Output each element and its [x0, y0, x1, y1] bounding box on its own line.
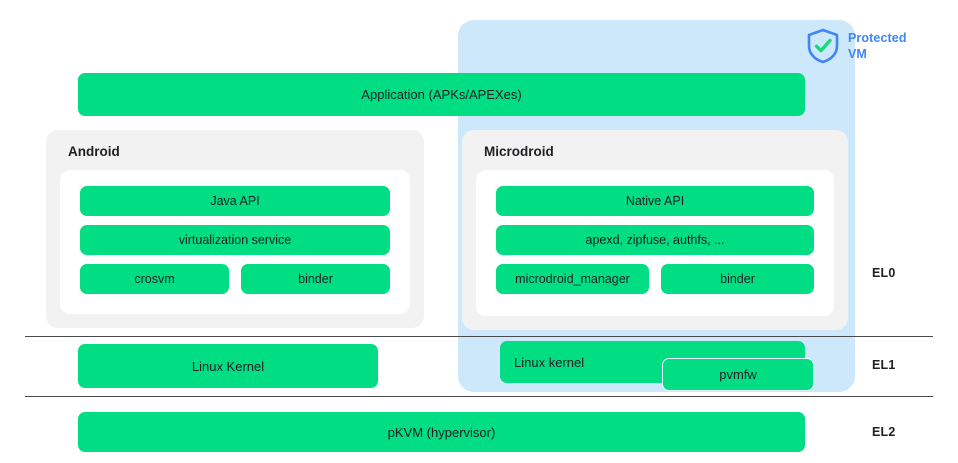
shield-check-icon — [807, 28, 839, 64]
android-row-3: crosvm binder — [80, 264, 390, 294]
microdroid-manager-box: microdroid_manager — [496, 264, 649, 294]
android-panel: Android Java API virtualization service … — [46, 130, 424, 328]
microdroid-title: Microdroid — [484, 144, 554, 159]
exception-level-el1: EL1 — [872, 358, 896, 372]
native-api-box: Native API — [496, 186, 814, 216]
microdroid-binder-box: binder — [661, 264, 814, 294]
android-title: Android — [68, 144, 120, 159]
host-linux-kernel-box: Linux Kernel — [78, 344, 378, 388]
protected-vm-badge: Protected VM — [806, 28, 907, 64]
android-row-1: Java API — [80, 186, 390, 216]
microdroid-row-1: Native API — [496, 186, 814, 216]
divider-el0-el1 — [25, 336, 933, 337]
exception-level-el2: EL2 — [872, 425, 896, 439]
microdroid-row-2: apexd, zipfuse, authfs, ... — [496, 225, 814, 255]
exception-level-el0: EL0 — [872, 266, 896, 280]
divider-el1-el2 — [25, 396, 933, 397]
android-inner-card: Java API virtualization service crosvm b… — [60, 170, 410, 314]
pkvm-hypervisor-box: pKVM (hypervisor) — [78, 412, 805, 452]
apexd-zipfuse-authfs-box: apexd, zipfuse, authfs, ... — [496, 225, 814, 255]
crosvm-box: crosvm — [80, 264, 229, 294]
virtualization-service-box: virtualization service — [80, 225, 390, 255]
pvmfw-box: pvmfw — [662, 358, 814, 391]
application-box: Application (APKs/APEXes) — [78, 73, 805, 116]
android-binder-box: binder — [241, 264, 390, 294]
microdroid-row-3: microdroid_manager binder — [496, 264, 814, 294]
android-row-2: virtualization service — [80, 225, 390, 255]
microdroid-panel: Microdroid Native API apexd, zipfuse, au… — [462, 130, 848, 330]
microdroid-inner-card: Native API apexd, zipfuse, authfs, ... m… — [476, 170, 834, 316]
java-api-box: Java API — [80, 186, 390, 216]
protected-vm-label: Protected VM — [848, 31, 907, 61]
